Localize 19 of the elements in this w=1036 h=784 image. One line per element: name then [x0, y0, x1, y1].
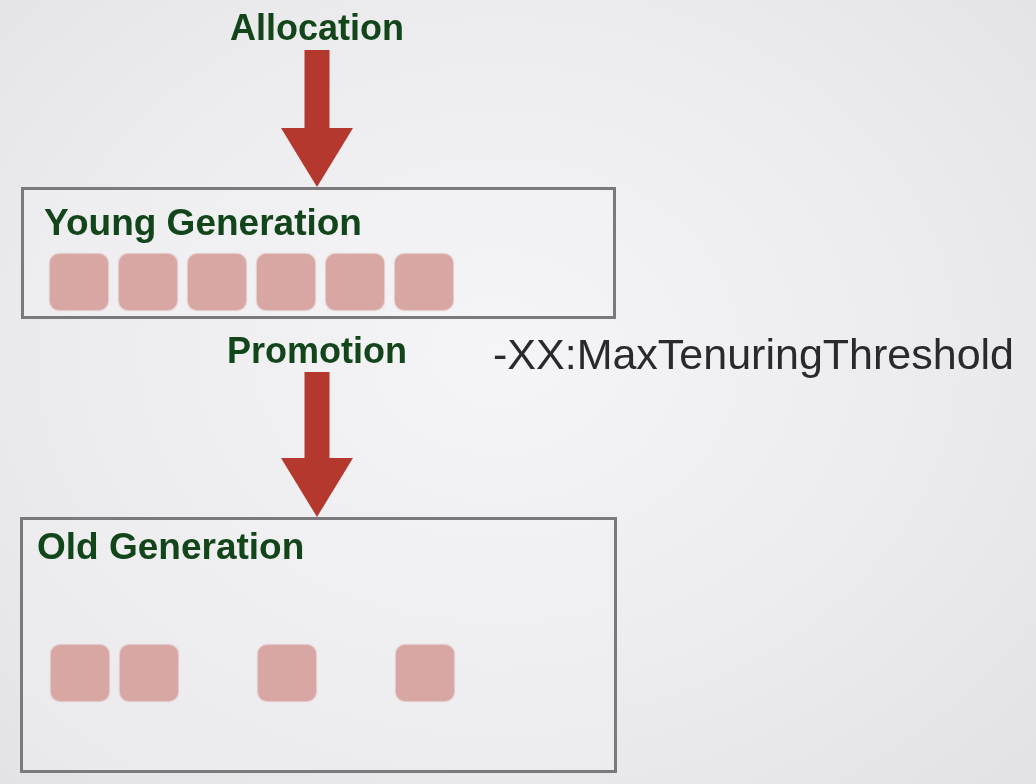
object-block — [257, 254, 315, 310]
jvm-option-text: -XX:MaxTenuringThreshold — [493, 329, 1015, 380]
object-block — [326, 254, 384, 310]
generation-box — [21, 187, 616, 319]
generation-box — [20, 517, 617, 773]
arrow — [281, 50, 353, 187]
object-block — [51, 645, 109, 701]
object-block — [258, 645, 316, 701]
object-block — [188, 254, 246, 310]
generation-title: Old Generation — [37, 525, 305, 569]
flow-label: Allocation — [217, 6, 417, 50]
generation-title: Young Generation — [44, 201, 362, 245]
object-block — [119, 254, 177, 310]
object-block — [120, 645, 178, 701]
object-block — [396, 645, 454, 701]
object-block — [50, 254, 108, 310]
flow-label: Promotion — [217, 329, 417, 372]
arrow — [281, 372, 353, 517]
object-block — [395, 254, 453, 310]
